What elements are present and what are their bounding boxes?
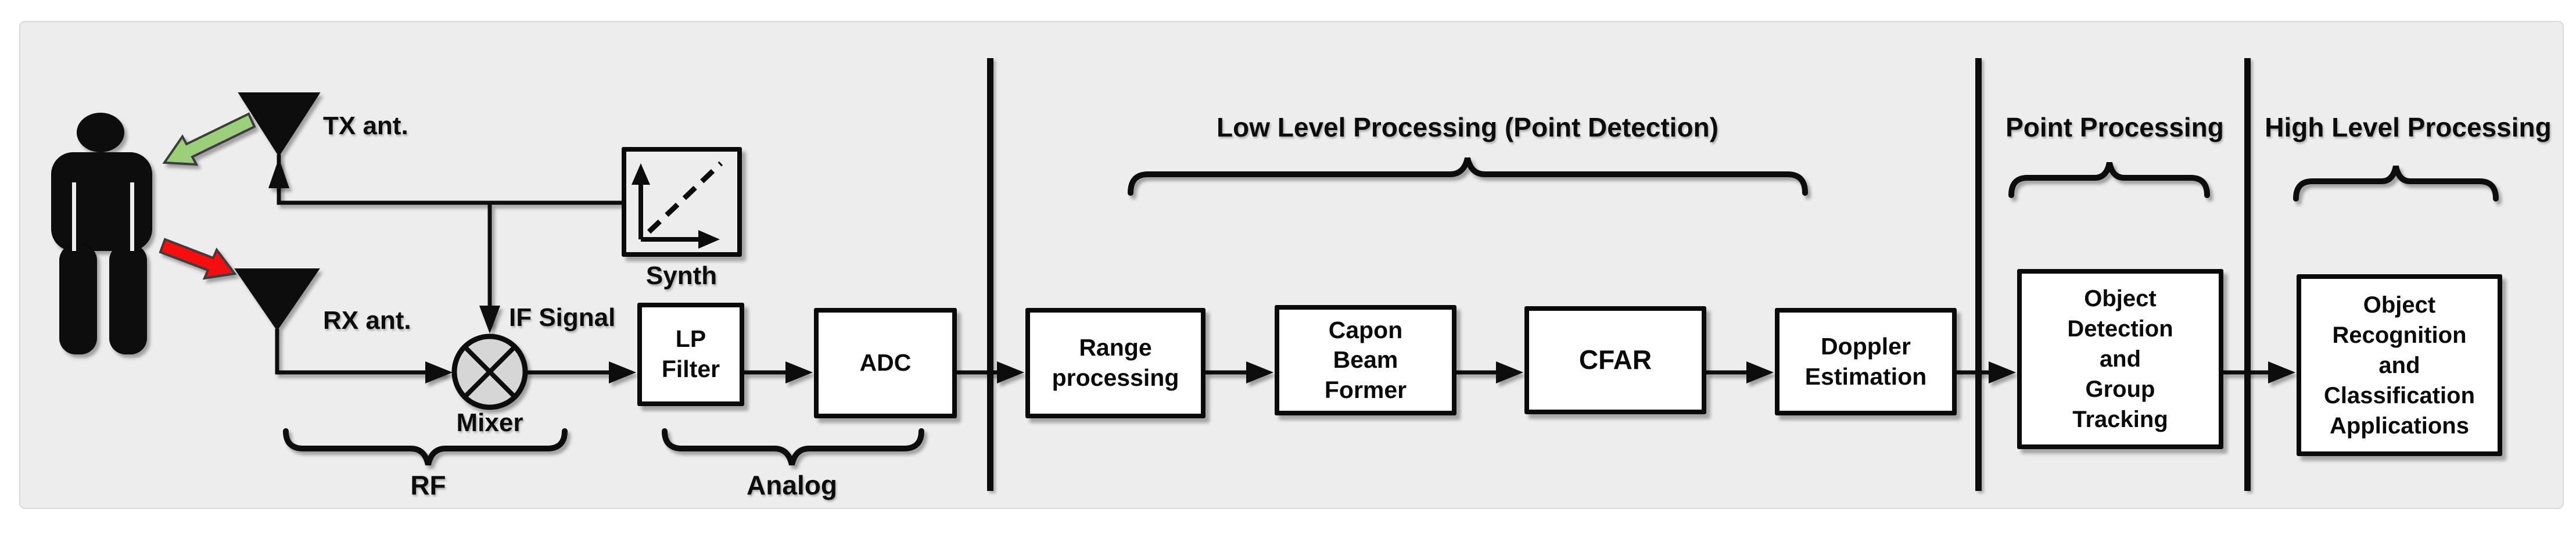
block-range-processing: Range processing (1025, 308, 1206, 418)
section-label-point: Point Processing (2005, 112, 2224, 142)
divider-point-highlevel (2244, 58, 2251, 491)
chirp-graph-icon (632, 161, 723, 249)
point-processing-brace (2008, 162, 2210, 198)
section-label-high-level: High Level Processing (2265, 112, 2552, 142)
section-label-low-level: Low Level Processing (Point Detection) (1217, 112, 1718, 142)
rx-antenna-label: RX ant. (323, 306, 411, 335)
block-label: Capon Beam Former (1324, 316, 1407, 403)
mixer-cross-circle-icon (451, 333, 528, 410)
rx-antenna-triangle-icon (234, 268, 320, 331)
analog-brace (662, 428, 924, 466)
person-icon (51, 113, 152, 354)
rf-group-label: RF (410, 470, 446, 500)
divider-lowlevel-point (1975, 58, 1982, 491)
if-signal-label: IF Signal (509, 303, 616, 332)
block-label: Object Detection and Group Tracking (2067, 286, 2173, 432)
analog-group-label: Analog (747, 470, 837, 500)
synth-block (622, 147, 742, 257)
block-adc: ADC (814, 308, 957, 418)
mixer-label: Mixer (456, 408, 523, 437)
block-label: LP Filter (661, 325, 720, 382)
low-level-processing-brace (1128, 157, 1808, 196)
flow-arrowheads (268, 158, 2295, 383)
block-object-recognition: Object Recognition and Classification Ap… (2297, 274, 2502, 456)
block-object-detection-tracking: Object Detection and Group Tracking (2017, 269, 2223, 449)
tx-antenna-triangle-icon (238, 92, 321, 157)
block-label: CFAR (1578, 345, 1652, 375)
block-cfar: CFAR (1524, 306, 1706, 414)
block-label: Range processing (1052, 334, 1179, 391)
rf-brace (283, 428, 568, 466)
red-reflection-arrow-icon (159, 238, 237, 280)
block-label: Object Recognition and Classification Ap… (2323, 292, 2475, 439)
block-label: ADC (859, 349, 912, 376)
divider-analog-lowlevel (987, 58, 993, 491)
section-braces (1128, 157, 2499, 202)
group-braces (283, 428, 924, 466)
connector-lines (275, 155, 2268, 375)
block-label: Doppler Estimation (1804, 332, 1927, 390)
synth-label: Synth (645, 261, 717, 290)
person-arm-gaps (72, 182, 134, 251)
block-capon-beam-former: Capon Beam Former (1275, 305, 1456, 415)
block-doppler-estimation: Doppler Estimation (1775, 308, 1957, 415)
high-level-processing-brace (2293, 165, 2499, 202)
tx-antenna-label: TX ant. (323, 112, 408, 140)
block-lp-filter: LP Filter (637, 303, 744, 406)
green-transmit-arrow-icon (162, 112, 256, 166)
